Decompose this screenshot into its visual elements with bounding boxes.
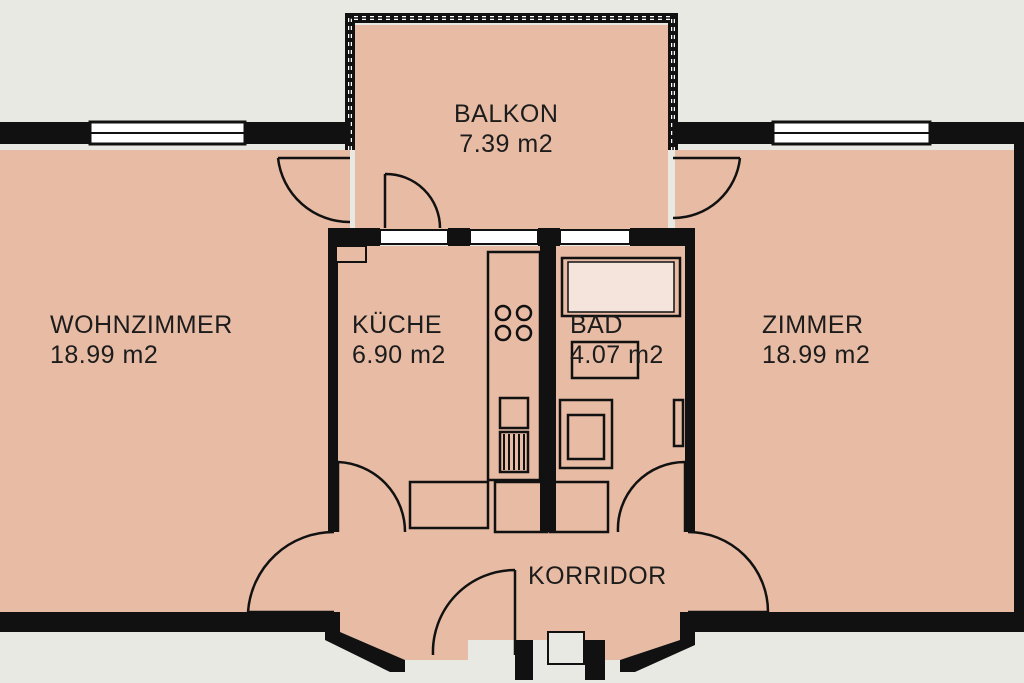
dish-rack-lines [503,434,525,470]
door-bad [616,460,687,533]
balkon-railing [345,13,678,150]
toilet-icon [558,398,614,470]
exterior-walls [0,122,1024,632]
zimmer-area: 18.99 m2 [762,341,871,369]
bad-area: 4.07 m2 [570,341,664,369]
corridor-cabinet-right [548,480,610,534]
korridor-label: KORRIDOR [528,561,667,591]
balkon-name: BALKON [454,100,559,128]
door-zimmer-balkon [672,156,742,220]
door-entrance [431,568,517,656]
zimmer-name: ZIMMER [762,311,864,339]
interior-walls [325,228,695,680]
bath-fixtures [558,256,685,470]
balkon-floor [355,25,668,230]
bad-name: BAD [570,311,623,339]
kitchen-fixtures [408,250,610,534]
wohnzimmer-floor [0,150,350,612]
korridor-floor [334,532,688,660]
stove-burners-icon [494,304,533,342]
door-zimmer [687,530,770,614]
wohnzimmer-name: WOHNZIMMER [50,311,233,339]
radiator-icon [672,398,685,448]
wohnzimmer-label: WOHNZIMMER 18.99 m2 [50,310,233,370]
corridor-cabinet-left [493,480,549,534]
inner-windows [379,229,631,245]
kueche-floor [336,246,540,532]
door-wohnzimmer-balkon [276,156,351,224]
zimmer-label: ZIMMER 18.99 m2 [762,310,870,370]
kueche-label: KÜCHE 6.90 m2 [352,310,446,370]
zimmer-floor [675,150,1024,612]
bad-label: BAD 4.07 m2 [570,310,664,370]
kueche-area: 6.90 m2 [352,341,446,369]
door-kueche [336,460,407,533]
korridor-name: KORRIDOR [528,562,667,590]
windows [88,120,932,146]
kitchen-sink-icon [498,396,530,430]
wohnzimmer-area: 18.99 m2 [50,341,159,369]
balkon-label: BALKON 7.39 m2 [454,99,558,159]
dish-rack-icon [498,430,530,474]
kueche-name: KÜCHE [352,311,443,339]
door-wohnzimmer [246,530,335,614]
door-kueche-balkon [383,172,442,229]
kitchen-cabinet [408,480,490,530]
bathtub-icon [560,256,682,318]
doors [246,156,770,665]
washbasin-icon [570,340,640,380]
kitchen-counter [486,250,542,482]
balkon-area: 7.39 m2 [459,130,554,158]
